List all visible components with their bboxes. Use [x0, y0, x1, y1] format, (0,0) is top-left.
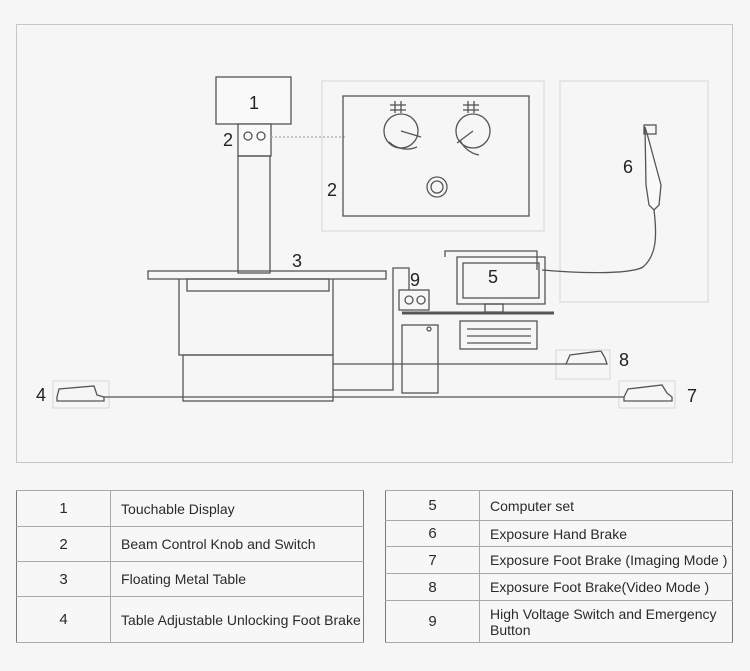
callout-7: 7 [687, 386, 697, 406]
beam-control-block [237, 123, 272, 157]
legend-number: 2 [16, 526, 112, 562]
legend-number: 1 [16, 490, 112, 527]
knob-right [455, 113, 491, 149]
callout-6: 6 [623, 157, 633, 177]
legend-label: Exposure Foot Brake(Video Mode ) [479, 573, 733, 601]
legend-row: 8 Exposure Foot Brake(Video Mode ) [385, 573, 733, 601]
callout-8: 8 [619, 350, 629, 370]
callout-1: 1 [249, 93, 259, 113]
legend-label: Exposure Hand Brake [479, 520, 733, 547]
foot-brake-8 [564, 350, 608, 365]
legend-row: 5 Computer set [385, 490, 733, 521]
table-base [182, 354, 334, 402]
knob-inset-frame [321, 80, 545, 232]
callout-2b: 2 [327, 180, 337, 200]
switch-button [426, 176, 448, 198]
legend-number: 5 [385, 490, 481, 521]
legend-row: 1 Touchable Display [16, 490, 364, 527]
monitor [456, 256, 546, 305]
keyboard [459, 320, 538, 350]
callout-4: 4 [36, 385, 46, 405]
legend-number: 4 [16, 596, 112, 643]
touch-display [215, 76, 292, 125]
pc-tower [401, 324, 439, 394]
legend-row: 7 Exposure Foot Brake (Imaging Mode ) [385, 546, 733, 574]
legend-label: High Voltage Switch and Emergency Button [479, 600, 733, 643]
legend-label: Table Adjustable Unlocking Foot Brake [110, 596, 364, 643]
legend-number: 8 [385, 573, 481, 601]
legend-row: 3 Floating Metal Table [16, 561, 364, 597]
legend-row: 6 Exposure Hand Brake [385, 520, 733, 547]
callout-9: 9 [410, 270, 420, 290]
legend-label: Exposure Foot Brake (Imaging Mode ) [479, 546, 733, 574]
legend-table-left: 1 Touchable Display 2 Beam Control Knob … [16, 490, 364, 643]
legend-label: Beam Control Knob and Switch [110, 526, 364, 562]
diagram-panel: 1 2 2 3 4 5 6 7 8 9 [16, 24, 733, 463]
legend-label: Floating Metal Table [110, 561, 364, 597]
control-panel [342, 95, 530, 217]
table-top [147, 270, 387, 280]
legend-number: 9 [385, 600, 481, 643]
callout-5: 5 [488, 267, 498, 287]
column [237, 155, 271, 274]
callout-2a: 2 [223, 130, 233, 150]
legend-label: Computer set [479, 490, 733, 521]
hand-brake-inset-frame [559, 80, 709, 303]
legend-row: 9 High Voltage Switch and Emergency Butt… [385, 600, 733, 643]
equipment-diagram: 1 2 2 3 4 5 6 7 8 9 [36, 76, 709, 409]
legend-label: Touchable Display [110, 490, 364, 527]
hand-brake [644, 126, 662, 211]
legend-number: 7 [385, 546, 481, 574]
legend-number: 6 [385, 520, 481, 547]
legend-row: 2 Beam Control Knob and Switch [16, 526, 364, 562]
foot-brake-7 [623, 384, 673, 402]
legend-number: 3 [16, 561, 112, 597]
callout-3: 3 [292, 251, 302, 271]
hv-switch-box [398, 289, 430, 311]
legend-table-right: 5 Computer set 6 Exposure Hand Brake 7 E… [385, 490, 733, 643]
foot-brake-4 [56, 385, 105, 402]
legend-row: 4 Table Adjustable Unlocking Foot Brake [16, 596, 364, 643]
